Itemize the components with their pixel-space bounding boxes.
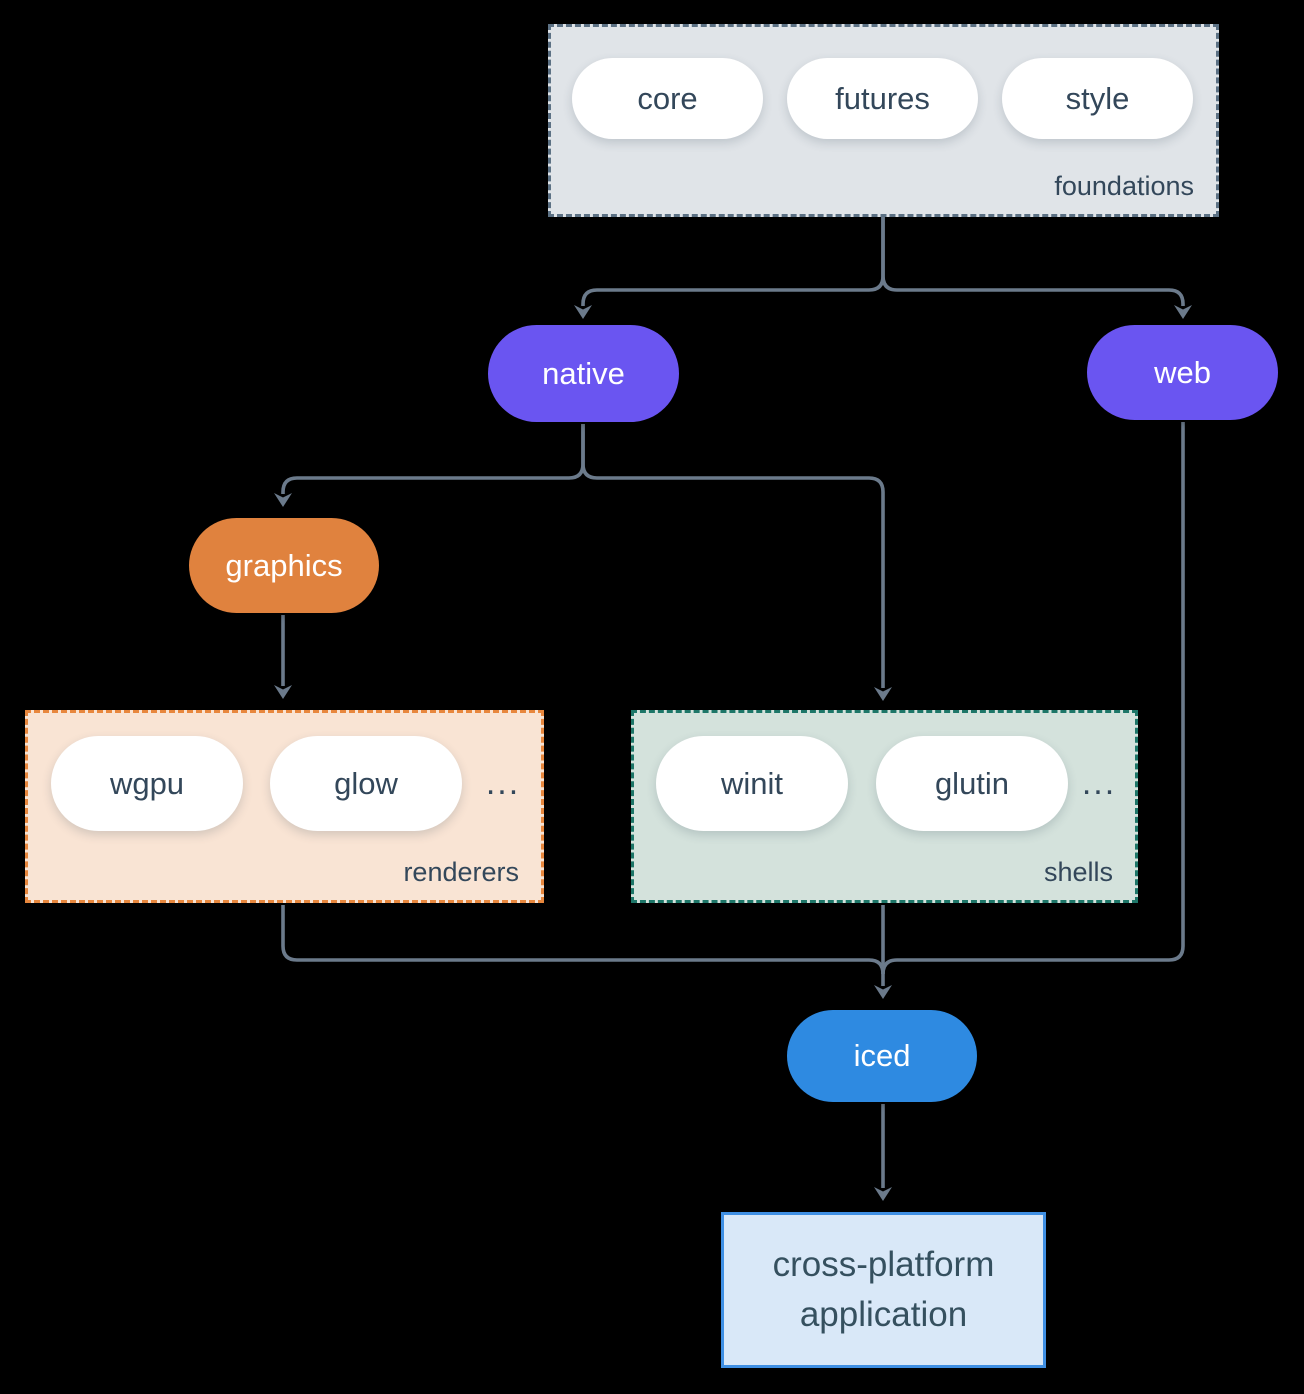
group-shells-label: shells	[1043, 857, 1113, 887]
edge-renderers-iced	[281, 905, 885, 975]
pill-glow: glow	[270, 736, 462, 831]
node-application-label: cross-platform application	[772, 1245, 995, 1334]
node-web-label: web	[1154, 354, 1211, 390]
pill-wgpu-label: wgpu	[109, 765, 185, 801]
node-native: native	[488, 325, 679, 422]
node-iced: iced	[787, 1010, 977, 1102]
edge-native-shells	[581, 424, 892, 701]
pill-glutin-label: glutin	[934, 765, 1010, 801]
pill-style-label: style	[1065, 80, 1130, 116]
pill-glow-label: glow	[334, 765, 398, 801]
group-renderers-label: renderers	[403, 857, 519, 887]
node-graphics: graphics	[189, 518, 379, 613]
node-graphics-label: graphics	[225, 547, 343, 583]
node-native-label: native	[542, 355, 625, 391]
renderers-ellipsis: ...	[485, 764, 521, 802]
edge-native-graphics	[274, 424, 585, 507]
group-shells: winit glutin ... shells	[631, 710, 1138, 903]
edge-foundations-native	[574, 217, 885, 319]
pill-futures: futures	[787, 58, 978, 139]
node-application: cross-platform application	[721, 1212, 1046, 1368]
pill-futures-label: futures	[835, 80, 930, 116]
pill-core: core	[572, 58, 763, 139]
node-iced-label: iced	[853, 1038, 911, 1073]
pill-glutin: glutin	[876, 736, 1068, 831]
group-foundations-label: foundations	[1054, 171, 1194, 201]
edge-foundations-web	[881, 217, 1192, 319]
pill-winit-label: winit	[720, 765, 783, 801]
group-renderers: wgpu glow ... renderers	[25, 710, 544, 903]
pill-winit: winit	[656, 736, 848, 831]
pill-style: style	[1002, 58, 1193, 139]
node-web: web	[1087, 325, 1278, 420]
group-foundations: core futures style foundations	[548, 24, 1219, 217]
pill-wgpu: wgpu	[51, 736, 243, 831]
pill-core-label: core	[637, 80, 698, 116]
shells-ellipsis: ...	[1081, 764, 1117, 802]
